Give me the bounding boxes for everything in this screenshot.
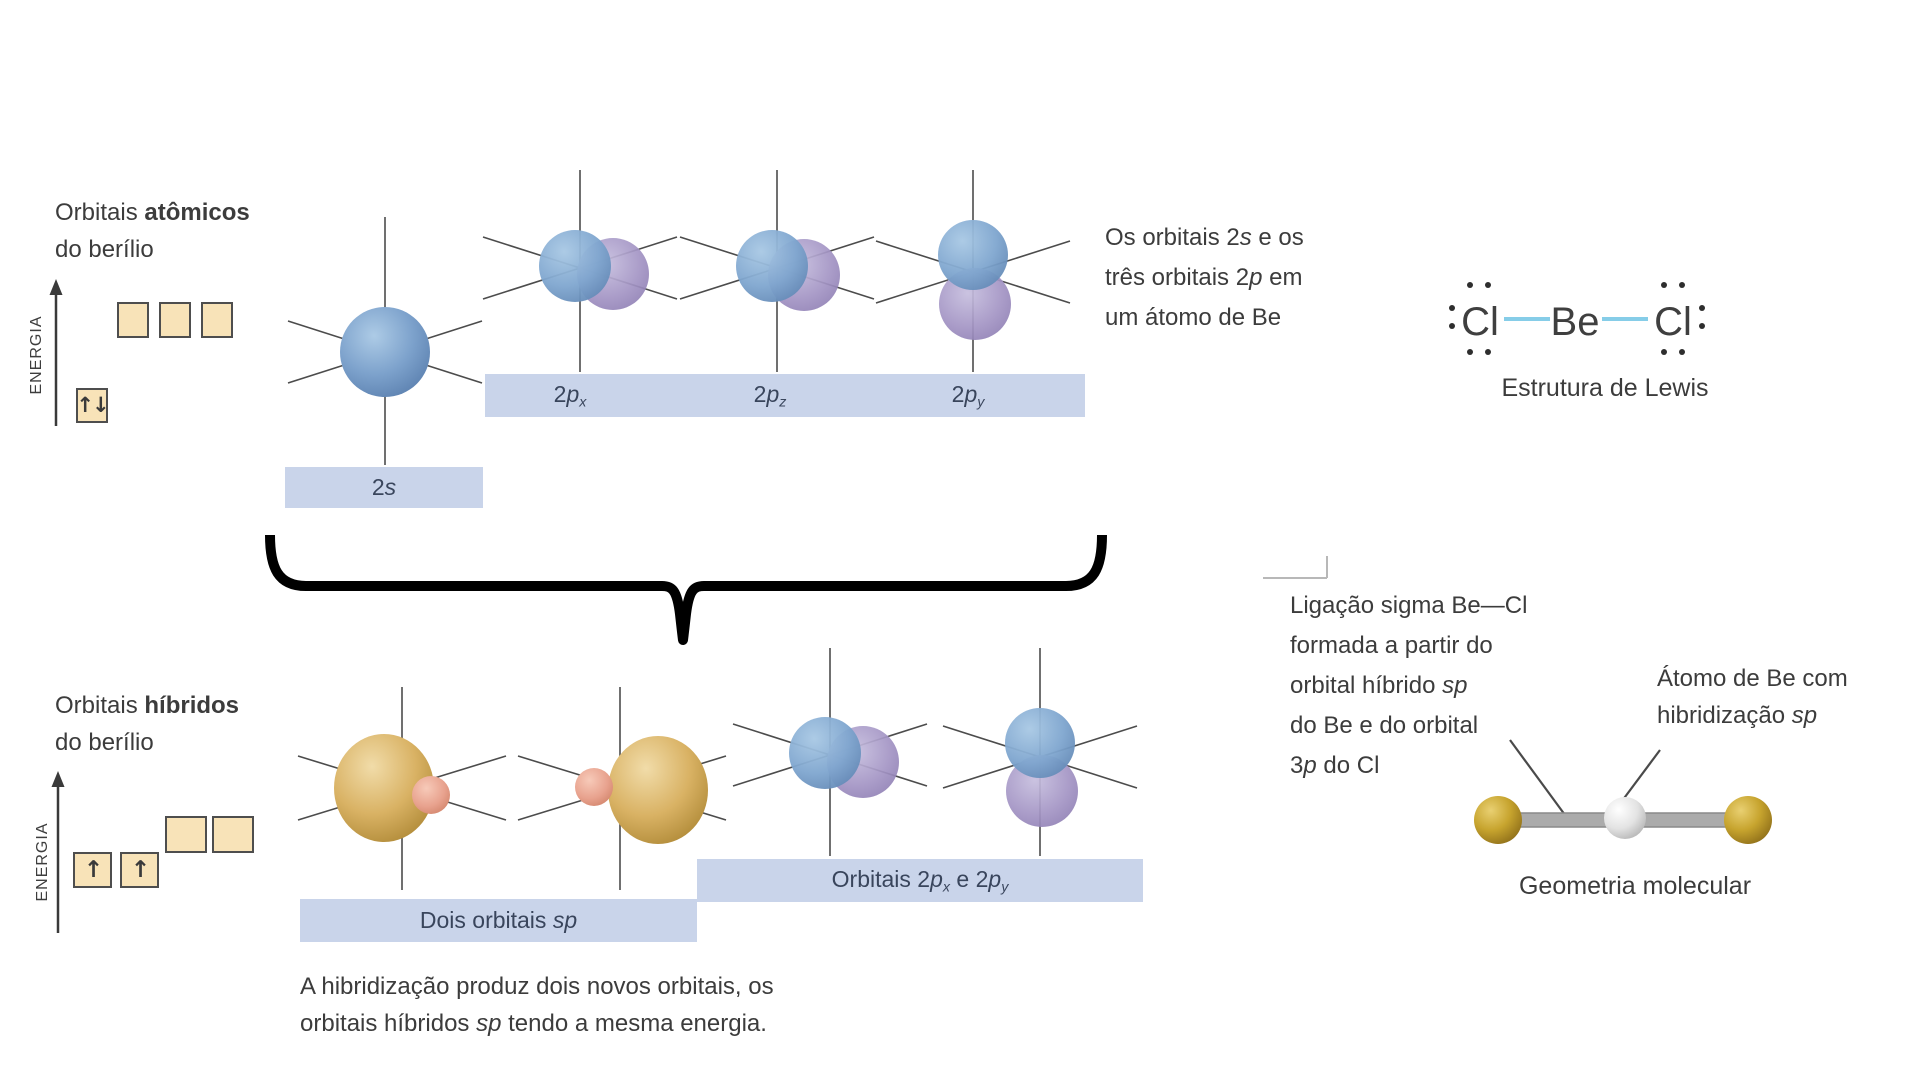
orbital-box-2p-empty-1 [117, 302, 149, 338]
arrowhead [49, 279, 63, 295]
label-bar-2p-bottom: Orbitais 2px e 2py [697, 859, 1143, 902]
paired-arrows-icon: ↑↓ [76, 393, 109, 417]
orbital-2py-bottom-diagram [942, 648, 1138, 856]
label-2pz: 2pz [753, 381, 787, 411]
orbital-sp1-diagram [297, 687, 507, 890]
energy-axis-arrow-icon [51, 771, 65, 933]
sigma-bond-note: Ligação sigma Be—Cl formada a partir do … [1290, 586, 1527, 786]
label-bar-2s: 2s [285, 467, 483, 508]
label-2px-2py: Orbitais 2px e 2py [831, 865, 1009, 896]
s-orbital-sphere [340, 307, 430, 397]
arrowhead [51, 771, 65, 787]
sp-small-lobe [412, 776, 450, 814]
sp-small-lobe [575, 768, 613, 806]
orbital-box-sp-1: ↑ [73, 852, 112, 888]
orbital-box-sp-2: ↑ [120, 852, 159, 888]
cl-atom-sphere-right [1724, 796, 1772, 844]
up-arrow-icon: ↑ [130, 856, 150, 883]
molecule-diagram [1474, 739, 1772, 844]
label-2py: 2py [951, 381, 985, 411]
atomic-heading-line2: do berílio [55, 236, 154, 263]
atomic-note: Os orbitais 2s e os três orbitais 2p em … [1105, 218, 1304, 338]
orbital-box-2p-empty-3 [201, 302, 233, 338]
atomic-note-line1: Os orbitais 2s e os [1105, 224, 1304, 251]
cl-atom-sphere-left [1474, 796, 1522, 844]
sigma-note-line5: 3p do Cl [1290, 752, 1380, 779]
sp-large-lobe [334, 734, 434, 842]
hybrid-heading-line2: do berílio [55, 729, 154, 756]
be-note-line1: Átomo de Be com [1657, 665, 1848, 692]
label-2px: 2px [553, 381, 587, 411]
be-atom-sphere [1604, 797, 1646, 839]
sigma-note-line2: formada a partir do [1290, 632, 1493, 659]
grouping-brace [265, 534, 1107, 645]
lewis-lone-pair-dots [1449, 282, 1705, 355]
sigma-note-line4: do Be e do orbital [1290, 712, 1479, 739]
crop-artifact [1326, 556, 1328, 578]
p-lobe-blue [1005, 708, 1075, 778]
hybrid-caption-line2: orbitais híbridos sp tendo a mesma energ… [300, 1010, 767, 1037]
hybrid-heading-line1: Orbitais híbridos [55, 692, 240, 719]
hybrid-heading: Orbitais híbridos do berílio [55, 687, 239, 761]
atomic-heading-line1: Orbitais atômicos [55, 199, 250, 226]
lewis-structure: Cl Be Cl [1449, 282, 1705, 355]
pointer-line-be [1621, 749, 1661, 802]
be-atom-note: Átomo de Be com hibridização sp [1657, 660, 1848, 734]
p-lobe-blue [736, 230, 808, 302]
orbital-2px-diagram [482, 170, 678, 372]
lewis-be: Be [1551, 300, 1600, 344]
orbital-sp2-diagram [517, 687, 727, 890]
orbital-box-2p-empty-2 [212, 816, 254, 853]
orbital-box-2s-paired: ↑↓ [76, 388, 110, 423]
energy-axis-label-atomic: ENERGIA [28, 315, 45, 395]
pointer-line-sigma [1509, 739, 1566, 816]
atomic-note-line3: um átomo de Be [1105, 304, 1282, 331]
orbital-2px-bottom-diagram [732, 648, 928, 856]
label-bar-2p: 2px 2pz 2py [485, 374, 1085, 417]
label-dois-orbitais-sp: Dois orbitais sp [419, 907, 578, 933]
brace-path [265, 534, 1107, 645]
orbital-2pz-diagram [679, 170, 875, 372]
orbital-box-2p-empty-1 [165, 816, 207, 853]
p-lobe-blue [539, 230, 611, 302]
energy-axis-arrow-icon [49, 279, 63, 426]
orbital-box-2p-empty-2 [159, 302, 191, 338]
atomic-note-line2: três orbitais 2p em [1105, 264, 1303, 291]
atomic-heading: Orbitais atômicos do berílio [55, 194, 250, 268]
orbital-2s-diagram [287, 217, 483, 465]
hybrid-caption: A hibridização produz dois novos orbitai… [300, 968, 774, 1042]
sp-large-lobe [608, 736, 708, 844]
lewis-cl-left: Cl [1461, 300, 1499, 344]
hybrid-caption-line1: A hibridização produz dois novos orbitai… [300, 973, 774, 1000]
p-lobe-blue [789, 717, 861, 789]
crop-artifact [1263, 577, 1327, 579]
geometry-caption: Geometria molecular [1518, 872, 1752, 900]
up-arrow-icon: ↑ [83, 856, 103, 883]
orbital-2py-diagram [875, 170, 1071, 372]
label-2s: 2s [371, 474, 397, 500]
sigma-note-line1: Ligação sigma Be—Cl [1290, 592, 1528, 619]
label-bar-sp: Dois orbitais sp [300, 899, 697, 942]
sigma-note-line3: orbital híbrido sp [1290, 672, 1468, 699]
lewis-caption: Estrutura de Lewis [1501, 374, 1709, 402]
lewis-cl-right: Cl [1654, 300, 1692, 344]
p-lobe-blue [938, 220, 1008, 290]
be-note-line2: hibridização sp [1657, 702, 1818, 729]
